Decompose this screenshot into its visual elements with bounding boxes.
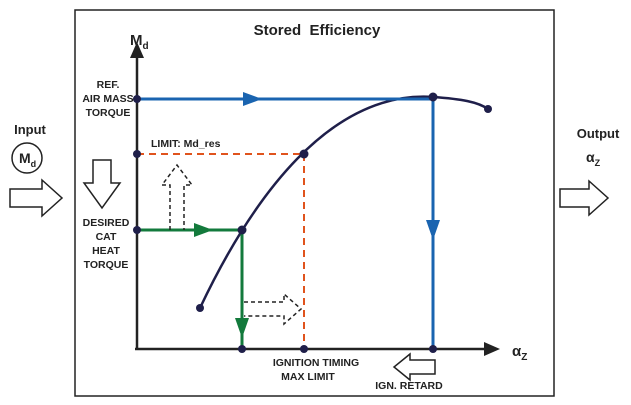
x-axis-arrowhead [484, 342, 500, 356]
desired-label-line1: DESIRED [83, 217, 130, 229]
desired-x-point [238, 345, 246, 353]
limit-raise-dashed-arrow [160, 163, 194, 230]
desired-drop-arrowhead [235, 318, 249, 338]
y-axis-arrowhead [130, 42, 144, 58]
ref-curve-point [428, 92, 438, 102]
retard-advance-dashed-arrow [244, 292, 303, 326]
ref-label-line3: TORQUE [86, 107, 131, 119]
desired-label-line4: TORQUE [84, 259, 129, 271]
input-md-symbol: Md [19, 150, 36, 169]
arrow-right-outline-icon [9, 178, 64, 218]
y-axis-label: Md [130, 32, 149, 52]
diagram-frame [74, 9, 555, 397]
ref-x-point [429, 345, 437, 353]
input-md-circle [11, 142, 43, 174]
arrow-down-outline-icon [82, 159, 122, 210]
ref-label-line2: AIR MASS [82, 93, 133, 105]
diagram-title: Stored Efficiency [254, 22, 381, 39]
x-axis-label: αZ [512, 343, 527, 363]
input-label: Input [14, 122, 46, 137]
desired-axis-point [133, 226, 141, 234]
output-label: Output [577, 126, 620, 141]
limit-axis-point [133, 150, 141, 158]
ignition-timing-max-limit-label: IGNITION TIMING MAX LIMIT [273, 357, 359, 383]
ignition-label-line2: MAX LIMIT [281, 371, 335, 383]
ignition-x-point [300, 345, 308, 353]
reference-drop-arrowhead [426, 220, 440, 240]
reference-flow-arrowhead [243, 92, 262, 106]
output-alpha-symbol: αZ [586, 149, 601, 168]
desired-label-line3: HEAT [92, 245, 120, 257]
ref-axis-point [133, 95, 141, 103]
curve-start-point [196, 304, 204, 312]
ignition-label-line1: IGNITION TIMING [273, 357, 359, 369]
desired-cat-heat-torque-label: DESIRED CAT HEAT TORQUE [83, 217, 130, 271]
desired-label-line2: CAT [96, 231, 117, 243]
ref-air-mass-torque-label: REF. AIR MASS TORQUE [82, 79, 133, 119]
limit-md-res-label: LIMIT: Md_res [151, 138, 221, 150]
curve-points [133, 92, 492, 353]
desired-flow-arrowhead [194, 223, 213, 237]
ref-label-line1: REF. [97, 79, 120, 91]
ign-retard-label: IGN. RETARD [375, 380, 443, 392]
arrow-left-outline-icon [392, 352, 436, 382]
output-arrow-right-outline-icon [559, 179, 610, 217]
curve-end-point [484, 105, 492, 113]
efficiency-curve [198, 95, 489, 309]
limit-curve-point [299, 149, 309, 159]
desired-curve-point [237, 225, 247, 235]
